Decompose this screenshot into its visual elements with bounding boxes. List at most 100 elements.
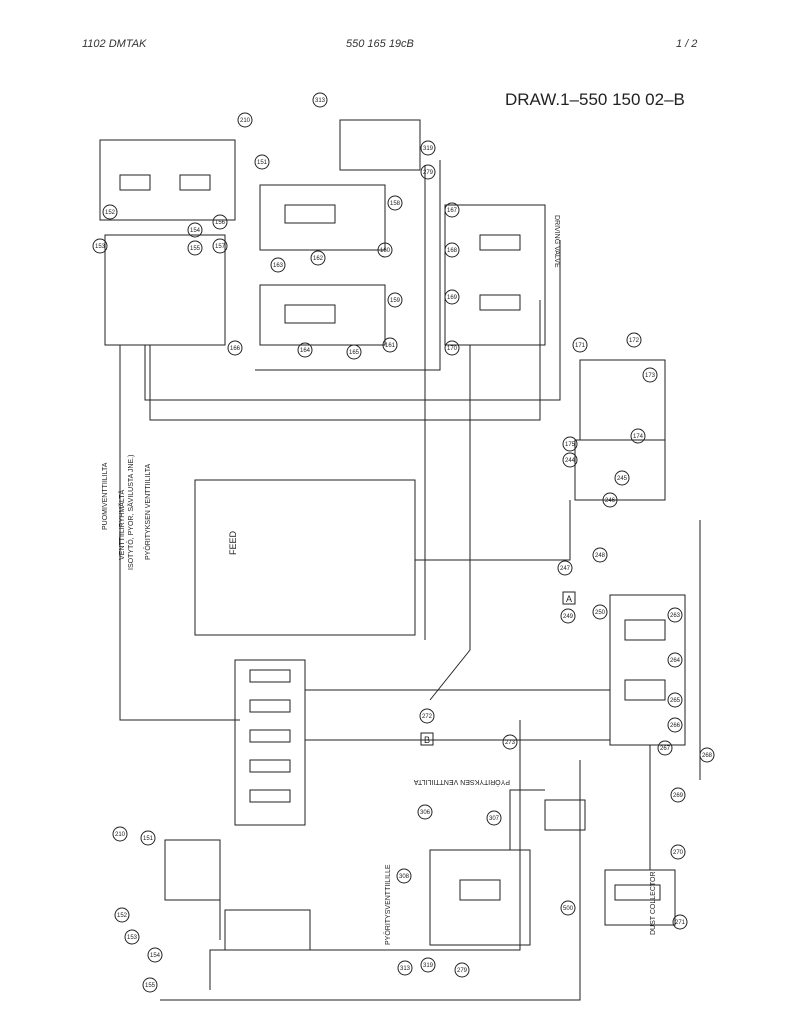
callout-circle	[657, 740, 673, 756]
callout-circle	[212, 238, 228, 254]
callout-number: 154	[190, 228, 201, 234]
callout-number: 307	[489, 816, 500, 822]
callout-number: 306	[420, 810, 431, 816]
callout-circle	[667, 607, 683, 623]
valve-block-top-small	[339, 119, 421, 171]
label-isoputki: ISOTYTÖ, PYOR, SÄVILUSTA JNE.)	[127, 455, 135, 570]
callout-circle	[310, 250, 326, 266]
callout-number: 154	[150, 953, 161, 959]
callout-number: 263	[670, 613, 681, 619]
callout-circle	[124, 929, 140, 945]
callout-number: 167	[447, 208, 458, 214]
callout-circle	[142, 977, 158, 993]
callout-circle	[387, 292, 403, 308]
valve-block-center-upper	[259, 184, 386, 251]
callout-circle	[227, 340, 243, 356]
callout-circle	[346, 344, 362, 360]
callout-circle	[397, 960, 413, 976]
callout-number: 267	[660, 746, 671, 752]
callout-circle	[602, 492, 618, 508]
callout-number: 173	[645, 373, 656, 379]
label-box-b-text: B	[424, 735, 430, 745]
valve-symbol	[479, 294, 521, 311]
callout-number: 266	[670, 723, 681, 729]
callout-circle	[254, 154, 270, 170]
feed-valve-block	[194, 479, 416, 636]
callout-circle	[444, 242, 460, 258]
callout-number: 271	[675, 920, 686, 926]
callout-number: 247	[560, 566, 571, 572]
callout-circle	[212, 214, 228, 230]
callout-number: 153	[95, 244, 106, 250]
callout-number: 158	[390, 201, 401, 207]
header-doc-code: 1102 DMTAK	[82, 38, 147, 50]
callout-number: 245	[617, 476, 628, 482]
callout-number: 265	[670, 698, 681, 704]
callout-number: 175	[565, 442, 576, 448]
callout-number: 279	[457, 968, 468, 974]
callout-circle	[502, 734, 518, 750]
valve-block-top-left	[99, 139, 236, 221]
callout-number: 157	[215, 244, 226, 250]
callout-number: 151	[257, 160, 268, 166]
callout-number: 210	[115, 832, 126, 838]
label-pyoritys-left: PYÖRITYKSEN VENTTIILILTA	[144, 463, 152, 560]
callout-circle	[102, 204, 118, 220]
callout-number: 164	[300, 348, 311, 354]
callout-number: 272	[422, 714, 433, 720]
callout-number: 152	[117, 913, 128, 919]
callout-number: 269	[673, 793, 684, 799]
valve-block-bottom-right	[429, 849, 531, 946]
callout-circle	[454, 962, 470, 978]
label-puomi: PUOMIVENTTIILILTA	[102, 462, 109, 530]
valve-block-center-lower	[259, 284, 386, 346]
callout-number: 165	[349, 350, 360, 356]
callout-number: 162	[313, 256, 324, 262]
valve-symbol	[249, 699, 291, 713]
callout-circle	[417, 804, 433, 820]
callout-circle	[377, 242, 393, 258]
callout-circle	[114, 907, 130, 923]
callout-number: 319	[423, 146, 434, 152]
header-doc-number: 550 165 19cB	[346, 38, 414, 50]
callout-number: 161	[385, 343, 396, 349]
callout-circle	[147, 947, 163, 963]
callout-number: 156	[215, 220, 226, 226]
callout-number: 268	[702, 753, 713, 759]
label-driving-valve: DRIVING VALVE	[553, 215, 560, 268]
callout-circle	[444, 340, 460, 356]
callout-number: 270	[673, 850, 684, 856]
valve-block-left-mid	[104, 234, 226, 346]
valve-block-right-mid	[579, 359, 666, 441]
drawing-title: DRAW.1–550 150 02–B	[505, 90, 685, 109]
callout-circle	[92, 238, 108, 254]
label-box-a-text: A	[566, 594, 572, 604]
hydraulic-line	[509, 789, 545, 850]
callout-circle	[270, 257, 286, 273]
callout-number: 308	[399, 874, 410, 880]
callout-circle	[187, 240, 203, 256]
valve-block-right-lower	[574, 439, 666, 501]
callout-number: 500	[563, 906, 574, 912]
callout-number: 244	[565, 458, 576, 464]
hydraulic-line	[149, 300, 541, 421]
hydraulic-line	[144, 240, 561, 401]
callout-circle	[592, 604, 608, 620]
callout-circle	[667, 717, 683, 733]
callout-circle	[112, 826, 128, 842]
callout-circle	[562, 452, 578, 468]
callout-circle	[592, 547, 608, 563]
callout-circle	[396, 868, 412, 884]
valve-symbol	[249, 789, 291, 803]
callout-number: 172	[629, 338, 640, 344]
valve-symbol	[249, 729, 291, 743]
callout-circle	[670, 844, 686, 860]
callout-number: 249	[563, 614, 574, 620]
callout-circle	[560, 608, 576, 624]
label-pyoritys-top: PYÖRITYKSEN VENTTIILILTA	[413, 778, 510, 786]
callout-circle	[420, 140, 436, 156]
callout-circle	[626, 332, 642, 348]
valve-symbol	[179, 174, 211, 191]
valve-symbol	[284, 304, 336, 324]
